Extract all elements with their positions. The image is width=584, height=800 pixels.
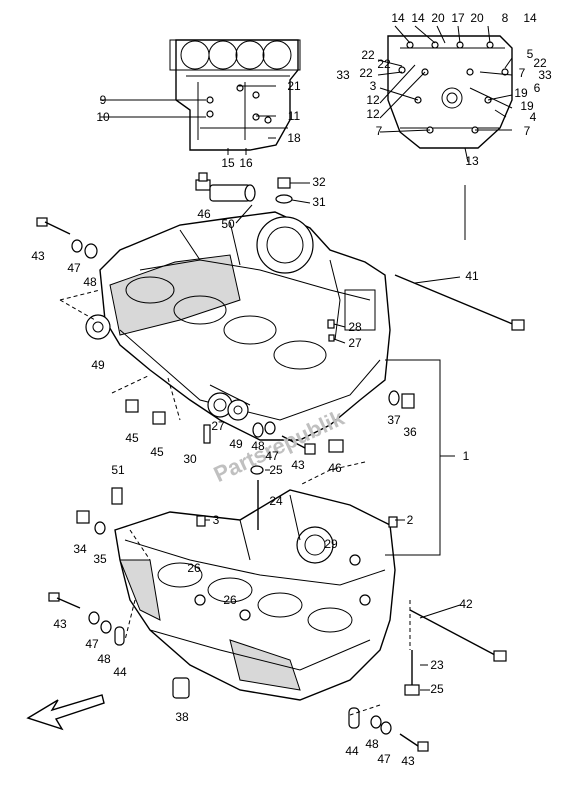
callout-c42: 42: [459, 597, 473, 611]
callout-c3a: 3: [370, 79, 377, 93]
callout-c5: 5: [527, 47, 534, 61]
callout-c28: 28: [348, 320, 362, 334]
callout-c43d: 43: [401, 754, 415, 768]
callout-c7a: 7: [519, 66, 526, 80]
callout-c46a: 46: [197, 207, 211, 221]
callout-c15: 15: [221, 156, 235, 170]
callout-c51: 51: [111, 463, 125, 477]
callout-c47d: 47: [377, 752, 391, 766]
callout-c45a: 45: [125, 431, 139, 445]
callout-c8: 8: [502, 11, 509, 25]
small-parts: [36, 172, 525, 752]
callout-c7b: 7: [376, 124, 383, 138]
callout-c25a: 25: [269, 463, 283, 477]
callout-c2: 2: [407, 513, 414, 527]
callout-c10: 10: [96, 110, 110, 124]
callout-c22c: 22: [533, 56, 547, 70]
callout-c24: 24: [269, 494, 283, 508]
callout-c44b: 44: [345, 744, 359, 758]
callout-c48d: 48: [365, 737, 379, 751]
upper-crankcase: [99, 211, 391, 441]
callout-c48c: 48: [97, 652, 111, 666]
callout-c48a: 48: [83, 275, 97, 289]
callout-c38: 38: [175, 710, 189, 724]
callout-c35: 35: [93, 552, 107, 566]
callout-c43c: 43: [53, 617, 67, 631]
callout-c22d: 22: [359, 66, 373, 80]
callout-c3b: 3: [213, 513, 220, 527]
callout-c16: 16: [239, 156, 253, 170]
callout-c13: 13: [465, 154, 479, 168]
callout-c29: 29: [324, 537, 338, 551]
callout-c27b: 27: [211, 419, 225, 433]
callout-c27a: 27: [348, 336, 362, 350]
callout-c34: 34: [73, 542, 87, 556]
callout-c49b: 49: [229, 437, 243, 451]
callout-c14b: 14: [411, 11, 425, 25]
callout-c23: 23: [430, 658, 444, 672]
callout-c18: 18: [287, 131, 301, 145]
callout-c46b: 46: [328, 461, 342, 475]
callout-c14c: 14: [523, 11, 537, 25]
callout-c43b: 43: [291, 458, 305, 472]
leader-lines: [59, 25, 513, 716]
callout-c32: 32: [312, 175, 326, 189]
callout-c11: 11: [288, 109, 301, 123]
callout-c31: 31: [312, 195, 326, 209]
upper-case-bolt-inset: [169, 39, 301, 151]
callout-c4: 4: [530, 110, 537, 124]
callout-c49a: 49: [91, 358, 105, 372]
callout-c22b: 22: [377, 57, 391, 71]
callout-c6: 6: [534, 81, 541, 95]
lower-crankcase: [114, 489, 396, 701]
callout-c21: 21: [287, 79, 301, 93]
callout-c26a: 26: [187, 561, 201, 575]
callout-c19b: 19: [520, 99, 534, 113]
callout-c25b: 25: [430, 682, 444, 696]
callout-c48b: 48: [251, 439, 265, 453]
front-direction-arrow-icon: [26, 694, 105, 731]
callout-c9: 9: [100, 93, 107, 107]
callout-c43a: 43: [31, 249, 45, 263]
callout-c19a: 19: [514, 86, 528, 100]
callout-c36: 36: [403, 425, 417, 439]
callout-c33a: 33: [336, 68, 350, 82]
callout-c37: 37: [387, 413, 401, 427]
callout-c20a: 20: [431, 11, 445, 25]
callout-c30: 30: [183, 452, 197, 466]
callout-c41: 41: [465, 269, 479, 283]
callout-c14a: 14: [391, 11, 405, 25]
callout-c47a: 47: [67, 261, 81, 275]
callout-c22a: 22: [361, 48, 375, 62]
callout-c1: 1: [463, 449, 470, 463]
callout-c12a: 12: [366, 93, 380, 107]
callout-c17: 17: [451, 11, 465, 25]
callout-c12b: 12: [366, 107, 380, 121]
callout-c47b: 47: [265, 449, 279, 463]
callout-c47c: 47: [85, 637, 99, 651]
callout-c44a: 44: [113, 665, 127, 679]
callout-c33b: 33: [538, 68, 552, 82]
callout-c20b: 20: [470, 11, 484, 25]
callout-c26b: 26: [223, 593, 237, 607]
callout-c45b: 45: [150, 445, 164, 459]
callout-c50: 50: [221, 217, 235, 231]
callout-c7c: 7: [524, 124, 531, 138]
